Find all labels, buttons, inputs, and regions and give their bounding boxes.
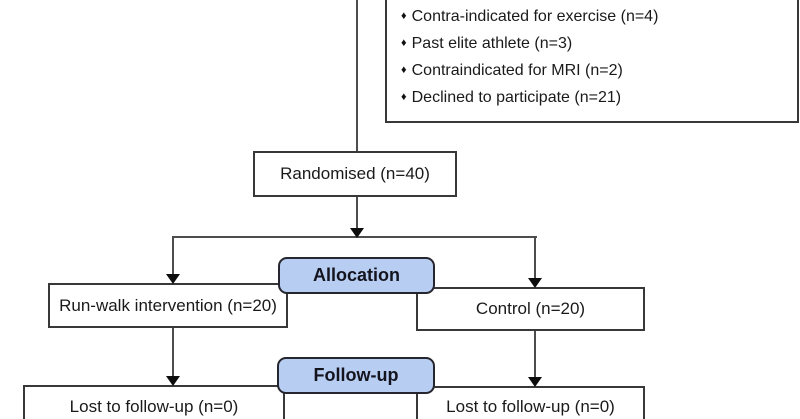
- arrow-down-icon: [528, 278, 542, 288]
- intervention-lost-label: Lost to follow-up (n=0): [69, 397, 239, 416]
- exclusion-item-label: Past elite athlete (n=3): [411, 35, 573, 52]
- diamond-bullet-icon: ♦: [401, 64, 407, 76]
- followup-banner-label: Follow-up: [313, 365, 399, 385]
- arrow-down-icon: [350, 228, 364, 238]
- exclusion-item-label: Declined to participate (n=21): [411, 89, 622, 106]
- exclusion-item-label: Contraindicated for MRI (n=2): [411, 62, 623, 79]
- connector-randomised-drop: [356, 197, 358, 230]
- exclusion-item: ♦ Past elite athlete (n=3): [401, 30, 789, 57]
- control-lost-label: Lost to follow-up (n=0): [446, 397, 615, 416]
- intervention-lost-box: Lost to follow-up (n=0): [23, 385, 285, 419]
- exclusions-list: ♦ Contra-indicated for exercise (n=4) ♦ …: [401, 3, 789, 111]
- control-arm-box: Control (n=20): [416, 287, 645, 331]
- intervention-arm-box: Run-walk intervention (n=20): [48, 283, 288, 328]
- exclusion-item-label: Contra-indicated for exercise (n=4): [411, 8, 659, 25]
- connector-right-followup: [534, 331, 536, 378]
- control-arm-label: Control (n=20): [475, 299, 586, 318]
- followup-banner: Follow-up: [277, 357, 435, 394]
- intervention-arm-label: Run-walk intervention (n=20): [59, 295, 277, 315]
- diamond-bullet-icon: ♦: [401, 10, 407, 22]
- control-lost-box: Lost to follow-up (n=0): [416, 386, 645, 419]
- connector-right-branch: [534, 237, 536, 279]
- randomised-box: Randomised (n=40): [253, 151, 457, 197]
- diamond-bullet-icon: ♦: [401, 37, 407, 49]
- exclusion-item: ♦ Contraindicated for MRI (n=2): [401, 57, 789, 84]
- exclusion-item: ♦ Declined to participate (n=21): [401, 84, 789, 111]
- exclusions-box: ♦ Contra-indicated for exercise (n=4) ♦ …: [385, 0, 799, 123]
- allocation-banner: Allocation: [278, 257, 435, 294]
- randomised-label: Randomised (n=40): [280, 164, 430, 183]
- diamond-bullet-icon: ♦: [401, 91, 407, 103]
- connector-left-branch: [172, 237, 174, 275]
- arrow-down-icon: [528, 377, 542, 387]
- arrow-down-icon: [166, 274, 180, 284]
- exclusion-item: ♦ Contra-indicated for exercise (n=4): [401, 3, 789, 30]
- allocation-banner-label: Allocation: [312, 265, 400, 285]
- connector-left-followup: [172, 328, 174, 377]
- arrow-down-icon: [166, 376, 180, 386]
- connector-enrollment-vertical: [356, 0, 358, 152]
